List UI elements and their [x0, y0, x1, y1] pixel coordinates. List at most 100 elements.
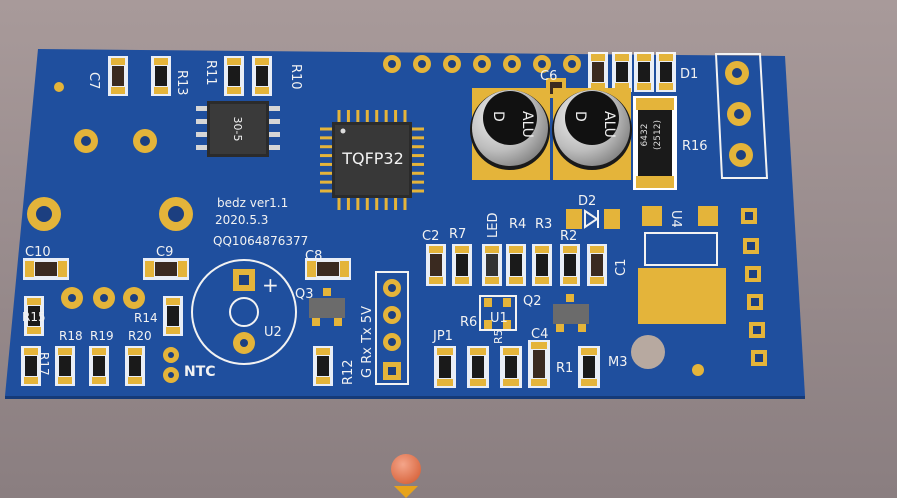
svg-text:NTC: NTC	[184, 364, 216, 380]
svg-text:R13: R13	[174, 70, 189, 96]
svg-text:R17: R17	[37, 352, 51, 376]
cap1-label: ALU	[519, 111, 535, 138]
svg-text:R16: R16	[682, 139, 708, 154]
svg-text:R15: R15	[22, 310, 46, 324]
svg-text:+: +	[262, 273, 279, 297]
svg-text:R14: R14	[134, 311, 158, 325]
tqfp-pin	[412, 171, 424, 175]
svg-text:C10: C10	[25, 245, 51, 260]
tqfp-pin	[412, 136, 424, 140]
svg-text:R11: R11	[203, 60, 218, 86]
tqfp-pin	[365, 198, 369, 210]
tqfp-pin	[394, 198, 398, 210]
tqfp-pin	[320, 162, 332, 166]
svg-text:C4: C4	[531, 327, 548, 342]
svg-text:R12: R12	[341, 359, 356, 385]
svg-text:QQ1064876377: QQ1064876377	[213, 234, 308, 248]
tqfp-pin	[320, 180, 332, 184]
transistor-q2	[553, 294, 589, 332]
tqfp-pin	[412, 162, 424, 166]
tqfp-pin	[346, 110, 350, 122]
tqfp-pin	[320, 189, 332, 193]
svg-text:R4: R4	[509, 217, 526, 232]
svg-text:bedz ver1.1: bedz ver1.1	[217, 196, 288, 210]
tqfp-pin	[403, 110, 407, 122]
tqfp-pin	[337, 110, 341, 122]
tqfp-pin	[412, 145, 424, 149]
tqfp-pin	[337, 198, 341, 210]
tqfp-pin	[394, 110, 398, 122]
mounting-holes	[27, 82, 704, 383]
regulator-u4	[638, 206, 726, 324]
tqfp-pin	[320, 136, 332, 140]
svg-text:U2: U2	[264, 325, 282, 340]
svg-text:C2: C2	[422, 229, 439, 244]
tqfp-pin	[356, 110, 360, 122]
tqfp-pin	[375, 110, 379, 122]
svg-text:C1: C1	[614, 259, 629, 276]
svg-text:R5: R5	[492, 329, 505, 344]
chip-u1	[479, 295, 517, 331]
transistor-q3	[309, 288, 345, 326]
uart-header	[375, 271, 409, 385]
svg-text:6432: 6432	[640, 124, 650, 147]
tqfp-pin	[412, 180, 424, 184]
svg-text:R1: R1	[556, 361, 573, 376]
svg-text:G Rx Tx 5V: G Rx Tx 5V	[360, 306, 375, 378]
tqfp-pin	[320, 154, 332, 158]
svg-text:R10: R10	[288, 64, 303, 90]
silkscreen-labels: C7 R13 R11 R10 C6 D1 R16 bedz ver1.1 202…	[22, 60, 708, 385]
svg-text:2020.5.3: 2020.5.3	[215, 213, 268, 227]
cap1-label2: D	[490, 111, 506, 122]
tqfp-pin	[403, 198, 407, 210]
svg-text:C7: C7	[86, 72, 101, 89]
resistor-r16: 6432 (2512)	[633, 96, 677, 190]
tqfp-pin	[412, 127, 424, 131]
tqfp-pin	[356, 198, 360, 210]
svg-text:U4: U4	[668, 210, 683, 228]
svg-text:R7: R7	[449, 227, 466, 242]
tqfp-pin	[320, 145, 332, 149]
cap2-label: ALU	[601, 111, 617, 138]
tqfp-chip-label: TQFP32	[341, 149, 404, 168]
svg-text:LED: LED	[486, 213, 501, 238]
svg-text:R20: R20	[128, 329, 152, 343]
smd-components	[21, 52, 676, 388]
svg-text:R19: R19	[90, 329, 114, 343]
svg-text:JP1: JP1	[432, 329, 453, 344]
tqfp-pin	[320, 171, 332, 175]
right-pin-header	[714, 53, 769, 179]
viewport-cursor[interactable]	[391, 454, 421, 498]
buzzer-u2	[191, 259, 297, 365]
svg-text:R18: R18	[59, 329, 83, 343]
soic-chip: 30-5	[196, 101, 280, 157]
svg-text:C9: C9	[156, 245, 173, 260]
tqfp-pin	[365, 110, 369, 122]
cap2-label2: D	[572, 111, 588, 122]
tqfp-pin	[320, 127, 332, 131]
svg-text:M3: M3	[608, 355, 628, 370]
svg-text:C6: C6	[540, 69, 557, 84]
tqfp-chip: TQFP32	[320, 110, 424, 210]
svg-text:D2: D2	[578, 194, 596, 209]
tqfp-pin	[384, 110, 388, 122]
svg-text:C8: C8	[305, 249, 322, 264]
svg-text:U1: U1	[490, 311, 508, 326]
svg-text:R3: R3	[535, 217, 552, 232]
tqfp-pin	[384, 198, 388, 210]
tqfp-pin	[346, 198, 350, 210]
svg-text:(2512): (2512)	[653, 120, 663, 150]
right-pad-column	[741, 208, 767, 366]
tqfp-pin	[375, 198, 379, 210]
tqfp-pin	[412, 154, 424, 158]
svg-text:Q2: Q2	[523, 294, 542, 309]
top-pin-row	[383, 55, 581, 73]
soic-chip-label: 30-5	[231, 117, 244, 142]
svg-text:R2: R2	[560, 229, 577, 244]
electrolytic-capacitors: ALU D ALU D	[470, 88, 632, 180]
tqfp-pin	[412, 189, 424, 193]
svg-text:D1: D1	[680, 67, 698, 82]
diode-d2	[566, 209, 620, 229]
